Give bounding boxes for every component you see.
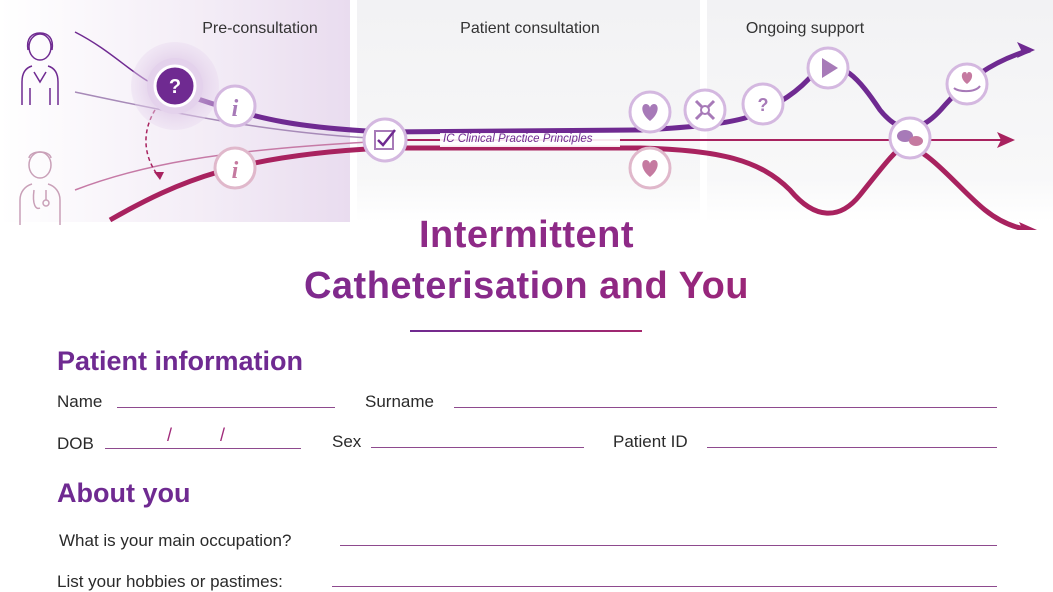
title-divider — [410, 330, 642, 332]
journey-paths-svg: ? i i ? — [19, 31, 1037, 230]
document-title-line1: Intermittent — [419, 214, 634, 256]
hobbies-label: List your hobbies or pastimes: — [57, 572, 283, 591]
svg-text:?: ? — [169, 76, 181, 98]
hobbies-field[interactable] — [332, 586, 997, 587]
question-node-small — [741, 82, 785, 126]
patient-information-heading: Patient information — [57, 346, 304, 376]
sex-label: Sex — [332, 432, 362, 451]
arrow-middle — [997, 132, 1015, 148]
about-you-heading: About you — [57, 478, 191, 508]
purple-main-path — [194, 47, 1031, 135]
thin-path-patient-lower — [74, 91, 371, 139]
phase-label-ongoing-support: Ongoing support — [745, 20, 865, 37]
patient-id-label: Patient ID — [613, 432, 688, 451]
arrow-bottom — [1019, 222, 1037, 230]
surname-label: Surname — [365, 392, 434, 411]
surname-field[interactable] — [454, 407, 997, 408]
question-node — [153, 64, 197, 108]
sex-field[interactable] — [371, 447, 584, 448]
dob-label: DOB — [57, 434, 94, 453]
dob-field[interactable] — [105, 448, 301, 449]
phase-label-pre-consultation: Pre-consultation — [202, 20, 318, 37]
clinician-figure-icon — [19, 151, 61, 225]
phase-label-patient-consultation: Patient consultation — [460, 20, 600, 37]
info-node-lower — [213, 146, 257, 190]
svg-text:i: i — [232, 158, 239, 184]
occupation-label: What is your main occupation? — [59, 531, 292, 550]
patient-journey-graphic: Pre-consultation Patient consultation On… — [0, 0, 1053, 230]
checklist-node — [362, 117, 408, 163]
thin-path-clinician-upper — [74, 141, 371, 191]
name-label: Name — [57, 392, 103, 411]
svg-text:i: i — [232, 96, 239, 122]
dob-separator-2: / — [220, 425, 226, 445]
dob-separator-1: / — [167, 425, 173, 445]
svg-text:?: ? — [758, 95, 769, 115]
arrow-top — [1017, 42, 1035, 58]
clinical-practice-band-label: IC Clinical Practice Principles — [443, 133, 593, 145]
patient-id-field[interactable] — [707, 447, 997, 448]
magenta-main-path — [108, 142, 1031, 230]
patient-figure-icon — [21, 32, 59, 105]
occupation-field[interactable] — [340, 545, 997, 546]
info-node-upper — [213, 84, 257, 128]
document-title-line2: Catheterisation and You — [0, 265, 1053, 308]
name-field[interactable] — [117, 407, 335, 408]
